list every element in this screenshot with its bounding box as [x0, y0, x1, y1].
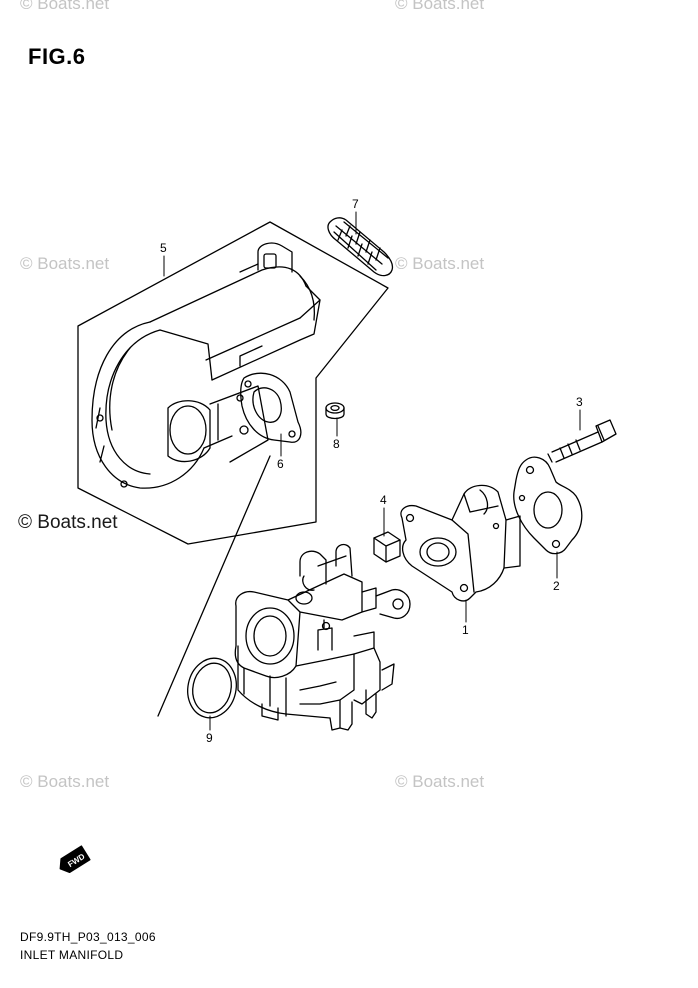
figure-name: INLET MANIFOLD	[20, 948, 124, 962]
callout-9: 9	[206, 731, 213, 745]
mesh-screen-part	[327, 217, 394, 277]
assembly-frame	[77, 221, 389, 545]
bolt-part	[547, 419, 617, 463]
watermark: © Boats.net	[395, 772, 485, 791]
watermark: © Boats.net	[20, 254, 110, 273]
watermark: © Boats.net	[395, 0, 485, 13]
spacer-4-part	[373, 531, 401, 563]
silencer-part	[91, 242, 321, 489]
callout-7: 7	[352, 197, 359, 211]
gasket-2-part	[513, 456, 583, 555]
callout-5: 5	[160, 241, 167, 255]
drawing-code: DF9.9TH_P03_013_006	[20, 930, 156, 944]
inlet-manifold-part	[400, 484, 521, 602]
watermark: © Boats.net	[20, 0, 110, 13]
gasket-6-part	[240, 372, 302, 443]
callout-4: 4	[380, 493, 387, 507]
callout-leaders	[163, 211, 581, 731]
collar-8-part	[325, 402, 345, 420]
forward-direction-badge: FWD	[59, 845, 91, 874]
callout-2: 2	[553, 579, 560, 593]
o-ring-part	[187, 657, 237, 719]
callout-8: 8	[333, 437, 340, 451]
watermark: © Boats.net	[395, 254, 485, 273]
callout-6: 6	[277, 457, 284, 471]
frame-leader-line	[157, 455, 271, 717]
watermark-strong: © Boats.net	[18, 512, 118, 533]
figure-title: FIG.6	[28, 44, 86, 69]
carburetor-part	[234, 543, 411, 731]
watermark: © Boats.net	[20, 772, 110, 791]
callout-1: 1	[462, 623, 469, 637]
callout-3: 3	[576, 395, 583, 409]
